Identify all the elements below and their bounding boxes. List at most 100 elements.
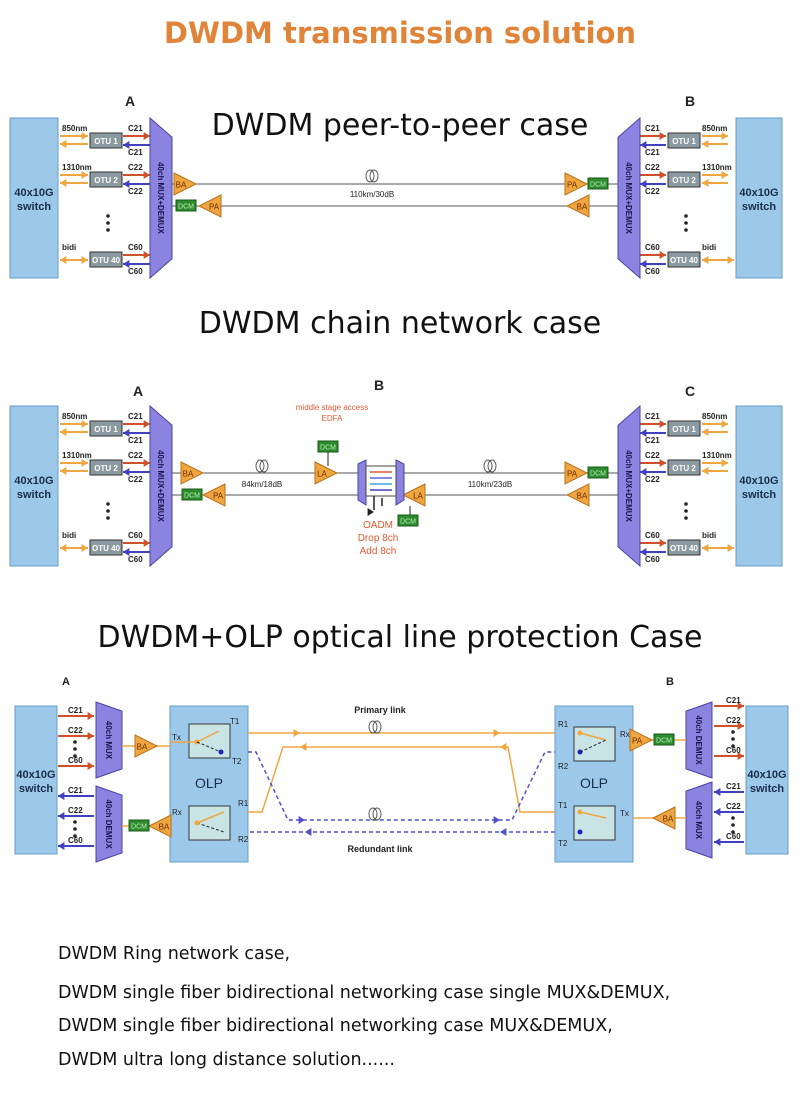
p2p-coil-b [369, 169, 379, 183]
olp-b-rx-2-head [714, 838, 721, 846]
p2p-b-mux [617, 116, 641, 280]
chain-c-mux-label: 40ch MUX+DEMUX [624, 450, 633, 522]
olp-b-rx-0-head [714, 788, 721, 796]
chain-c-mux [617, 404, 641, 568]
olp-node-b-label: B [666, 676, 674, 688]
oadm-note-1: OADM [363, 520, 393, 531]
chain-coil-left-a [255, 459, 265, 473]
olp-a-port-r1: R1 [238, 799, 249, 808]
olp-b-rx-1-head [714, 808, 721, 816]
p2p-a-ch-tx-label-1: C22 [128, 163, 143, 172]
p2p-b-ba-label: BA [577, 203, 588, 212]
p2p-a-bidi-l-2 [60, 256, 67, 264]
p2p-b-dots-2 [684, 228, 688, 232]
p2p-a-client-2: bidi [62, 243, 76, 252]
chain-a-client-1: 1310nm [62, 451, 92, 460]
section-title-olp: DWDM+OLP optical line protection Case [97, 620, 703, 655]
olp-a-tx-label-2: C60 [68, 756, 83, 765]
chain-c-otu-0-label: OTU 1 [672, 425, 696, 434]
chain-c-otu-2 [667, 539, 701, 556]
p2p-b-client-rx-0-head [702, 140, 709, 148]
chain-c-otu-2-label: OTU 40 [670, 544, 699, 553]
oadm-mux [395, 459, 405, 506]
olp-b-demux-label: 40ch DEMUX [694, 715, 703, 765]
olp-a-rx-label-2: C60 [68, 836, 83, 845]
olp-b-tx-label-1: C22 [726, 716, 741, 725]
olp-b-tx-label-2: C60 [726, 746, 741, 755]
olp-b-demux [685, 701, 713, 779]
chain-a-client-tx-0-head [81, 420, 88, 428]
p2p-b-ch-rx-2-head [640, 260, 647, 268]
p2p-a-ch-rx-label-0: C21 [128, 148, 143, 157]
p2p-a-ch-rx-label-1: C22 [128, 187, 143, 196]
p2p-b-ch-rx-label-1: C22 [645, 187, 660, 196]
p2p-a-otu-0-label: OTU 1 [94, 137, 118, 146]
p2p-a-dcm [175, 199, 197, 212]
chain-c-client-1: 1310nm [702, 451, 732, 460]
p2p-a-otu-2-label: OTU 40 [92, 256, 121, 265]
p2p-a-switch-label-2: switch [17, 201, 52, 213]
olp-b-ba [651, 806, 676, 830]
p2p-b-dcm [587, 177, 609, 190]
olp-a-t2-dot [218, 749, 224, 755]
olp-b-port-t2: T2 [558, 839, 568, 848]
p2p-b-client-1: 1310nm [702, 163, 732, 172]
chain-a-ba-label: BA [183, 470, 194, 479]
chain-c-ch-tx-0-head [659, 420, 666, 428]
p2p-b-ch-tx-1-head [659, 171, 666, 179]
olp-a-dots-bottom-1 [73, 827, 77, 831]
redundant-bottom-arrow-2 [500, 828, 507, 836]
olp-b-mux [685, 781, 713, 859]
page-title: DWDM transmission solution [163, 16, 637, 50]
p2p-a-otu-1 [89, 171, 123, 188]
olp-a-switch [14, 705, 58, 855]
chain-node-b-label: B [374, 377, 384, 393]
redundant-coil-a [368, 807, 378, 821]
footer-line-2: DWDM single fiber bidirectional networki… [58, 983, 671, 1003]
chain-a-otu-1 [89, 459, 123, 476]
chain-a-client-tx-1-head [81, 459, 88, 467]
chain-a-otu-2-label: OTU 40 [92, 544, 121, 553]
olp-b-rx-label-1: C22 [726, 802, 741, 811]
p2p-a-ch-rx-0-head [123, 141, 130, 149]
chain-a-ch-tx-label-0: C21 [128, 412, 143, 421]
p2p-b-otu-0-label: OTU 1 [672, 137, 696, 146]
chain-a-dots-1 [106, 509, 110, 513]
chain-a-switch-label-2: switch [17, 489, 52, 501]
olp-b-tx-label-0: C21 [726, 696, 741, 705]
primary-top-arrow-2 [493, 729, 500, 737]
chain-node-c-label: C [685, 383, 695, 399]
chain-c-ch-tx-2-head [659, 539, 666, 547]
p2p-b-dots-0 [684, 214, 688, 218]
p2p-b-ch-rx-0-head [640, 141, 647, 149]
olp-b-port-tx: Tx [620, 809, 629, 818]
chain-a-switch-label-1: 40x10G [14, 475, 53, 487]
chain-coil-right-b [487, 459, 497, 473]
chain-c-ch-rx-2-head [640, 548, 647, 556]
redundant-top-arrow-1 [298, 816, 305, 824]
chain-c-ch-tx-label-2: C60 [645, 531, 660, 540]
chain-c-ch-rx-label-2: C60 [645, 555, 660, 564]
chain-a-otu-1-label: OTU 2 [94, 464, 118, 473]
chain-b-dcm-top-label: DCM [320, 445, 336, 452]
primary-bottom-arrow-2 [500, 743, 507, 751]
primary-coil-b [372, 720, 382, 734]
chain-a-client-0: 850nm [62, 412, 87, 421]
olp-a-dots-top-0 [73, 740, 77, 744]
chain-c-pa-label: PA [567, 470, 578, 479]
olp-a-tx-label-1: C22 [68, 726, 83, 735]
chain-b-la-bottom [401, 483, 426, 507]
olp-b-tx-1-head [737, 722, 744, 730]
chain-a-ch-rx-label-2: C60 [128, 555, 143, 564]
p2p-b-otu-1-label: OTU 2 [672, 176, 696, 185]
olp-a-ba [134, 734, 159, 758]
chain-node-a-label: A [133, 383, 143, 399]
chain-c-dcm [587, 466, 609, 479]
chain-a-ch-rx-label-0: C21 [128, 436, 143, 445]
olp-b-pa [629, 728, 654, 752]
p2p-a-dots-1 [106, 221, 110, 225]
olp-b-tx-arm [579, 811, 607, 819]
p2p-b-bidi-l-2 [702, 256, 709, 264]
p2p-a-ch-tx-2-head [143, 251, 150, 259]
chain-c-otu-1-label: OTU 2 [672, 464, 696, 473]
